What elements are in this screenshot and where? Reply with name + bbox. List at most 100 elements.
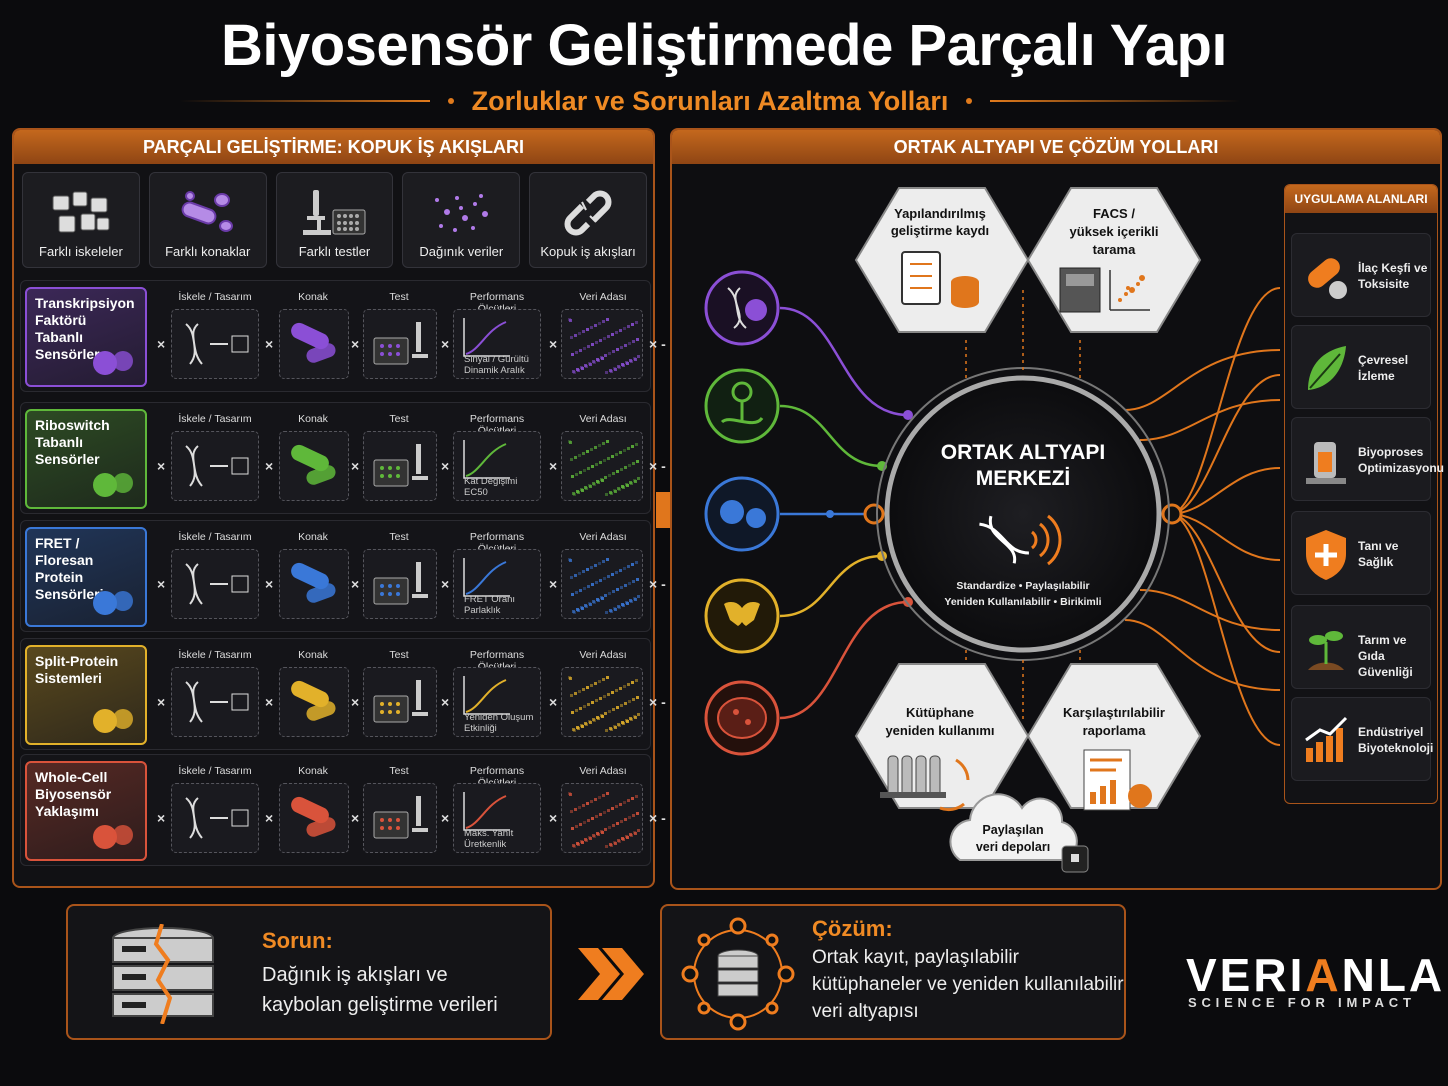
application-label-line: Tanı ve xyxy=(1358,539,1399,553)
connector-yellow xyxy=(779,554,883,618)
hex-label-line: Kütüphane xyxy=(906,705,974,720)
disconnect-mark: × xyxy=(549,694,558,710)
data-island-icon xyxy=(568,792,640,848)
stage-cell xyxy=(171,783,259,853)
stage-header: Konak xyxy=(298,413,328,425)
stage-cell xyxy=(279,667,349,737)
sensor-type-line: Yaklaşımı xyxy=(35,803,99,819)
performance-metric-line: Sinyal / Gürültü xyxy=(464,354,529,365)
node-dot xyxy=(903,410,913,420)
disconnect-mark: × xyxy=(265,694,274,710)
sensor-type-line: Riboswitch xyxy=(35,417,110,433)
stage-cell xyxy=(363,667,437,737)
sensor-type-line: Faktörü Tabanlı xyxy=(35,312,87,345)
divider-dot xyxy=(966,98,973,104)
disconnect-mark: × xyxy=(549,810,558,826)
disconnect-mark: × xyxy=(549,458,558,474)
disconnect-mark: × xyxy=(549,576,558,592)
sensor-node-yellow xyxy=(704,578,780,654)
stage-cell xyxy=(363,431,437,501)
stage-header: Veri Adası xyxy=(579,291,627,303)
disconnect-mark: × xyxy=(441,458,450,474)
application-connectors xyxy=(1124,287,1280,746)
brand-logo: VERIANLA xyxy=(1186,948,1445,1002)
sensor-type-line: Sensörler xyxy=(35,451,100,467)
stage-cell xyxy=(171,549,259,619)
scatter-icon xyxy=(435,194,489,232)
stage-header: Konak xyxy=(298,649,328,661)
disconnect-mark: × xyxy=(265,336,274,352)
application-card: Tarım ve Gıda Güvenliği xyxy=(1291,605,1431,689)
stage-header: Konak xyxy=(298,765,328,777)
solution-line: kütüphaneler ve yeniden kullanılabilir xyxy=(812,974,1124,995)
host-cell-icon xyxy=(291,796,336,837)
stage-cell xyxy=(279,783,349,853)
stage-header: İskele / Tasarım xyxy=(178,765,252,777)
capsule-icon xyxy=(1308,258,1347,299)
disconnect-mark: × xyxy=(265,576,274,592)
sensor-type-icon xyxy=(93,709,133,733)
issue-different-scaffolds: Farklı iskeleler xyxy=(22,172,140,268)
sensor-node-purple xyxy=(704,270,780,346)
stage-header: Test xyxy=(389,413,409,425)
hub-tag-line: Standardize • Paylaşılabilir xyxy=(956,580,1090,592)
issue-list: Farklı iskeleler Farklı konaklar Farklı … xyxy=(22,172,647,268)
issue-label: Farklı iskeleler xyxy=(39,244,123,259)
application-label-line: İzleme xyxy=(1358,369,1395,383)
assay-test-icon xyxy=(373,444,428,487)
assay-test-icon xyxy=(373,562,428,605)
performance-metric-line: Dinamik Aralık xyxy=(464,365,525,376)
performance-metric-line: Kat Değişimi xyxy=(464,476,518,487)
issue-label: Farklı testler xyxy=(298,244,371,259)
hub-port-right xyxy=(1161,503,1183,525)
issue-label: Dağınık veriler xyxy=(419,244,504,259)
application-label-line: Sağlık xyxy=(1358,555,1394,569)
brand-part: NLA xyxy=(1341,949,1446,1001)
issue-scattered-data: Dağınık veriler xyxy=(402,172,521,268)
performance-curve-icon xyxy=(463,558,510,597)
hub-title: ORTAK ALTYAPI MERKEZİ xyxy=(903,440,1143,492)
disconnect-mark: × xyxy=(441,810,450,826)
disconnect-mark: × xyxy=(265,458,274,474)
application-label-line: Gıda Güvenliği xyxy=(1358,649,1413,679)
stage-header: Test xyxy=(389,291,409,303)
stage-header: Test xyxy=(389,649,409,661)
connector-green xyxy=(779,404,883,468)
stage-header: Veri Adası xyxy=(579,531,627,543)
disconnect-mark: × xyxy=(351,810,360,826)
scaffold-design-icon xyxy=(185,797,249,839)
divider-dot xyxy=(447,98,454,104)
stage-cell xyxy=(561,309,643,379)
data-island-icon xyxy=(568,558,640,614)
stage-header: İskele / Tasarım xyxy=(178,413,252,425)
application-label: Tanı ve Sağlık xyxy=(1358,538,1398,570)
sensor-type-line: Sensörleri xyxy=(35,586,104,602)
connector-purple xyxy=(779,306,909,417)
cloud-label-line: veri depoları xyxy=(975,840,1051,854)
stage-cell xyxy=(561,667,643,737)
left-panel-title: PARÇALI GELİŞTİRME: KOPUK İŞ AKIŞLARI xyxy=(14,130,653,164)
problem-line: Dağınık iş akışları ve xyxy=(262,964,448,986)
hub-title-line: MERKEZİ xyxy=(975,467,1071,490)
assay-test-icon xyxy=(373,796,428,839)
disconnect-mark: × xyxy=(351,694,360,710)
sensor-type-icon xyxy=(93,473,133,497)
application-label-line: Çevresel xyxy=(1358,353,1409,367)
host-cell-icon xyxy=(291,444,336,485)
application-label-line: Tarım ve xyxy=(1358,633,1407,647)
application-label-line: Biyoteknoloji xyxy=(1358,741,1434,755)
connector-red xyxy=(779,600,909,720)
fragmented-development-panel: PARÇALI GELİŞTİRME: KOPUK İŞ AKIŞLARI Fa… xyxy=(12,128,678,888)
hex-label-line: tarama xyxy=(1092,242,1136,257)
brand-part: VERI xyxy=(1186,949,1306,1001)
hub-port-left xyxy=(863,503,885,525)
problem-title: Sorun: xyxy=(262,928,333,953)
sensor-type-line: Sistemleri xyxy=(35,670,102,686)
performance-curve-icon xyxy=(463,318,510,357)
